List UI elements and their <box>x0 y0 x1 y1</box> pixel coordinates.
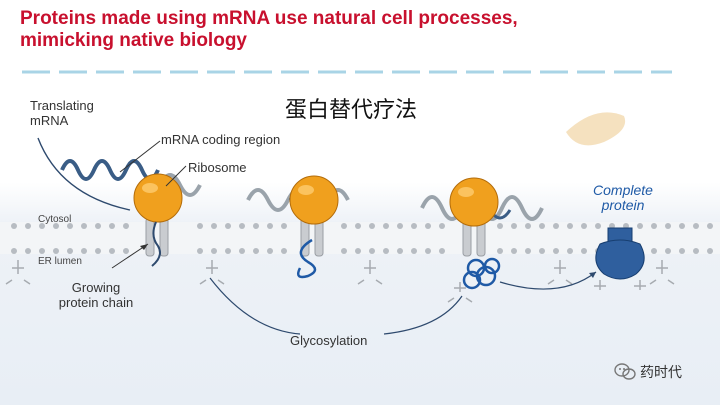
label-glycosylation: Glycosylation <box>290 333 368 348</box>
release-arrow <box>499 271 597 290</box>
slide-title: Proteins made using mRNA use natural cel… <box>20 8 710 52</box>
membrane-top-heads <box>11 223 713 229</box>
complete-protein-shape <box>595 227 645 280</box>
ribosome-2 <box>289 175 339 225</box>
watermark-text: 药时代 <box>640 365 682 381</box>
label-complete-protein: Complete protein <box>593 182 653 213</box>
glycosylation-curve <box>209 277 301 335</box>
glycan-trees <box>5 260 675 303</box>
label-translating-mrna: Translating mRNA <box>30 98 94 128</box>
ribosome-3 <box>449 177 499 227</box>
translating-mrna-arc <box>37 137 131 211</box>
title-line-2: mimicking native biology <box>20 30 247 51</box>
watermark: 药时代 <box>614 362 682 382</box>
title-line-1: Proteins made using mRNA use natural cel… <box>20 8 518 29</box>
mrna-strand-1 <box>60 159 160 181</box>
decorative-leaf <box>566 112 626 146</box>
leader-ribosome <box>165 165 187 187</box>
chinese-title: 蛋白替代疗法 <box>285 98 418 123</box>
growing-chain-1 <box>151 221 161 267</box>
label-ribosome: Ribosome <box>188 160 247 175</box>
dashed-divider <box>22 70 672 74</box>
membrane-bottom-heads <box>11 248 713 254</box>
label-coding-region: mRNA coding region <box>161 132 281 147</box>
folded-protein-chain <box>462 257 501 290</box>
growing-chain-2 <box>297 238 317 279</box>
ribosome-1 <box>133 173 183 223</box>
leader-coding-region <box>119 140 161 173</box>
wechat-icon <box>614 363 636 380</box>
label-cytosol: Cytosol <box>38 214 72 225</box>
label-growing-chain: Growing protein chain <box>58 280 134 310</box>
label-er-lumen: ER lumen <box>38 256 82 267</box>
